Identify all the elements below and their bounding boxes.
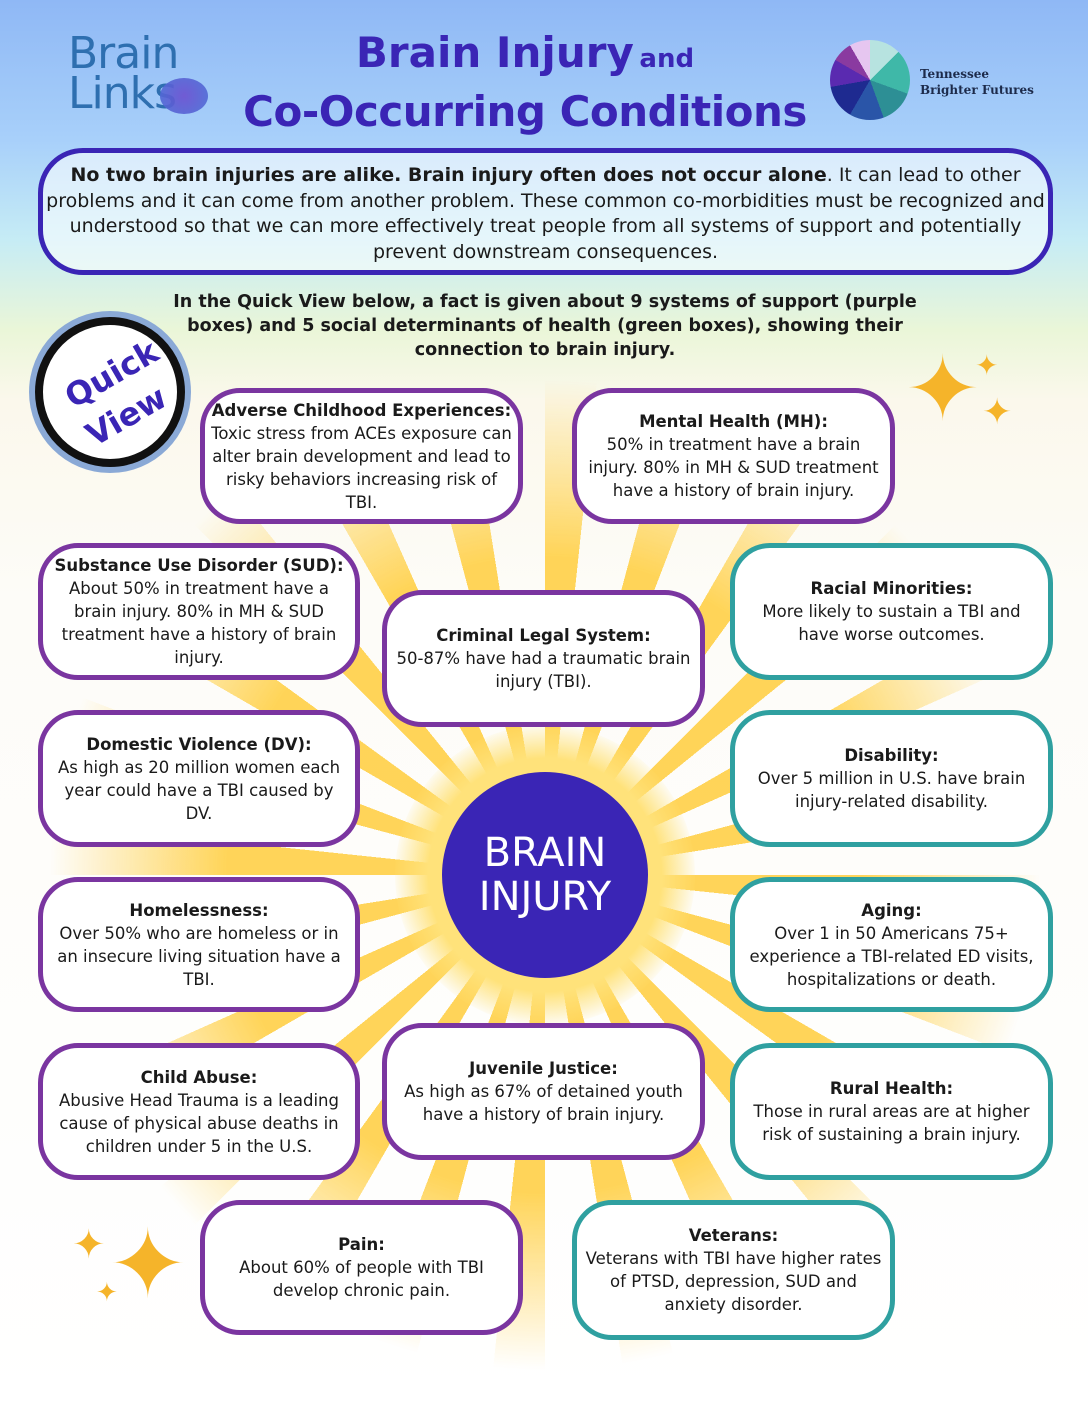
fact-box-domestic-violence: Domestic Violence (DV): As high as 20 mil…: [38, 710, 360, 847]
fact-box-homelessness: Homelessness: Over 50% who are homeless o…: [38, 877, 360, 1012]
fact-box-text: Over 1 in 50 Americans 75+ experience a …: [749, 923, 1034, 989]
fact-box-text: Abusive Head Trauma is a leading cause o…: [58, 1090, 339, 1156]
intro-bold: No two brain injuries are alike. Brain i…: [70, 164, 827, 186]
brain-icon: [160, 78, 208, 114]
sparkle-icon: ✦: [975, 349, 999, 382]
brain-injury-center-circle: BRAIN INJURY: [442, 772, 648, 978]
sparkle-icon: ✦: [982, 392, 1013, 433]
fact-box-title: Racial Minorities:: [810, 579, 973, 598]
fact-box-aging: Aging: Over 1 in 50 Americans 75+ experie…: [730, 877, 1053, 1012]
fact-box-text: Veterans with TBI have higher rates of P…: [585, 1249, 882, 1314]
tbf-logo-icon: [830, 40, 910, 120]
fact-box-racial-minorities: Racial Minorities: More likely to sustain…: [730, 543, 1053, 680]
sparkle-icon: ✦: [72, 1222, 106, 1268]
fact-box-disability: Disability: Over 5 million in U.S. have b…: [730, 710, 1053, 847]
title-line-2: Co-Occurring Conditions: [243, 87, 807, 136]
fact-box-pain: Pain: About 60% of people with TBI develo…: [200, 1200, 523, 1335]
fact-box-text: Toxic stress from ACEs exposure can alte…: [211, 423, 512, 512]
fact-box-title: Veterans:: [688, 1226, 779, 1245]
fact-box-substance-use-disorder: Substance Use Disorder (SUD): About 50% i…: [38, 543, 360, 680]
fact-box-title: Aging:: [861, 900, 922, 920]
fact-box-title: Pain:: [338, 1235, 385, 1254]
logo-text-1: Brain: [68, 28, 179, 79]
fact-box-title: Adverse Childhood Experiences:: [211, 400, 512, 420]
fact-box-title: Criminal Legal System:: [436, 626, 651, 645]
tbf-line-2: Brighter Futures: [920, 83, 1034, 97]
fact-box-text: 50% in treatment have a brain injury. 80…: [588, 435, 879, 500]
fact-box-text: As high as 67% of detained youth have a …: [404, 1082, 683, 1124]
fact-box-title: Mental Health (MH):: [639, 412, 828, 431]
fact-box-veterans: Veterans: Veterans with TBI have higher r…: [572, 1200, 895, 1340]
sparkle-icon: ✦: [108, 1210, 188, 1320]
intro-box: No two brain injuries are alike. Brain i…: [38, 148, 1053, 275]
fact-box-title: Juvenile Justice:: [469, 1059, 618, 1078]
tbf-line-1: Tennessee: [920, 67, 990, 81]
sparkle-icon: ✦: [905, 337, 981, 442]
logo-text-2: Links: [68, 68, 177, 119]
fact-box-text: Over 5 million in U.S. have brain injury…: [757, 769, 1026, 811]
fact-box-text: 50-87% have had a traumatic brain injury…: [396, 649, 691, 691]
center-line-1: BRAIN: [483, 830, 607, 876]
brainlinks-logo: Brain Links: [68, 28, 208, 119]
quick-view-badge: Quick View: [35, 317, 185, 467]
fact-box-title: Rural Health:: [829, 1079, 954, 1098]
fact-box-title: Domestic Violence (DV):: [86, 734, 312, 754]
fact-box-title: Child Abuse:: [140, 1067, 258, 1087]
intro-text: . It can lead to other problems and it c…: [46, 164, 1045, 263]
fact-box-text: More likely to sustain a TBI and have wo…: [762, 602, 1021, 644]
fact-box-text: About 50% in treatment have a brain inju…: [61, 579, 337, 667]
fact-box-title: Homelessness:: [129, 900, 269, 920]
fact-box-text: Over 50% who are homeless or in an insec…: [57, 923, 341, 989]
title-line-1: Brain Injury: [355, 28, 634, 77]
fact-box-juvenile-justice: Juvenile Justice: As high as 67% of detai…: [382, 1023, 705, 1160]
fact-box-text: Those in rural areas are at higher risk …: [753, 1102, 1030, 1144]
fact-box-title: Substance Use Disorder (SUD):: [54, 556, 344, 575]
center-line-2: INJURY: [478, 874, 612, 920]
fact-box-child-abuse: Child Abuse: Abusive Head Trauma is a lea…: [38, 1043, 360, 1180]
fact-box-criminal-legal-system: Criminal Legal System: 50-87% have had a …: [382, 590, 705, 727]
fact-box-mental-health: Mental Health (MH): 50% in treatment have…: [572, 388, 895, 524]
fact-box-text: About 60% of people with TBI develop chr…: [239, 1258, 484, 1300]
page-title: Brain Injury and Co-Occurring Conditions: [240, 28, 810, 137]
fact-box-text: As high as 20 million women each year co…: [57, 757, 341, 823]
fact-box-title: Disability:: [844, 746, 939, 765]
fact-box-rural-health: Rural Health: Those in rural areas are at…: [730, 1043, 1053, 1180]
quick-view-description: In the Quick View below, a fact is given…: [173, 292, 917, 360]
tbf-logo-text: Tennessee Brighter Futures: [920, 66, 1034, 98]
fact-box-adverse-childhood-experiences: Adverse Childhood Experiences: Toxic stre…: [200, 388, 523, 524]
title-and: and: [639, 44, 695, 74]
sparkle-icon: ✦: [96, 1278, 118, 1308]
